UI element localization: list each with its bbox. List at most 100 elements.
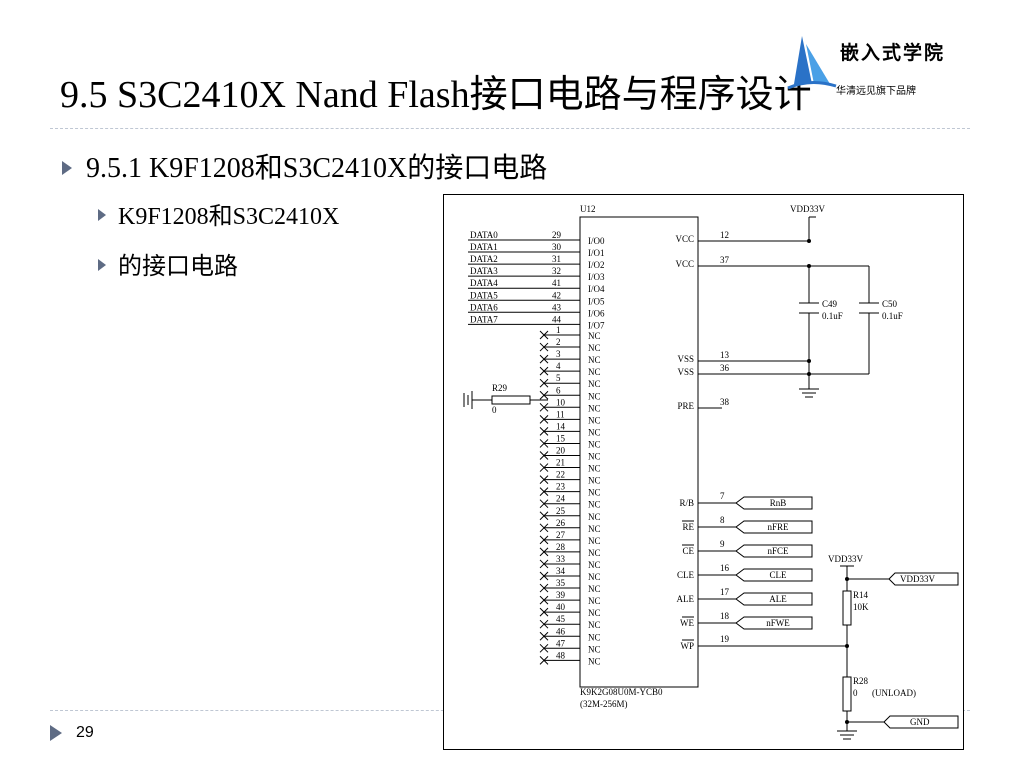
nc-pin-number: 14 xyxy=(556,421,566,431)
nc-pin-number: 34 xyxy=(556,566,566,576)
nc-pin-number: 33 xyxy=(556,554,566,564)
nc-pin-label: NC xyxy=(588,367,601,377)
power-pin-label: VSS xyxy=(677,354,694,364)
schematic-svg: U12 VDD33V C49 0.1uF C50 0.1uF R29 0 VDD… xyxy=(463,204,959,740)
data-net-label: DATA7 xyxy=(470,314,498,324)
bullet-sub-2-text: 的接口电路 xyxy=(118,254,238,280)
data-pin-number: 42 xyxy=(552,290,561,300)
nc-cross xyxy=(539,619,549,629)
supply-net-label: VDD33V xyxy=(790,204,825,214)
c50-value: 0.1uF xyxy=(882,311,903,321)
slide-title: 9.5 S3C2410X Nand Flash接口电路与程序设计 xyxy=(60,74,812,116)
nc-pin-number: 20 xyxy=(556,446,566,456)
ctrl-pin-number: 19 xyxy=(720,634,730,644)
ctrl-net-label: nFCE xyxy=(767,546,789,556)
brand-logo: 嵌入式学院 华清远见旗下品牌 xyxy=(786,34,966,104)
nc-pin-label: NC xyxy=(588,560,601,570)
power-pin-number: 13 xyxy=(720,350,730,360)
r14-ref: R14 xyxy=(853,590,869,600)
ctrl-pin-number: 7 xyxy=(720,491,725,501)
nc-pin-number: 15 xyxy=(556,433,566,443)
nc-cross xyxy=(539,378,549,388)
data-pin-number: 43 xyxy=(552,302,562,312)
data-pin-number: 30 xyxy=(552,242,562,252)
nc-pin-number: 1 xyxy=(556,325,561,335)
ctrl-pin-label: R/B xyxy=(679,498,694,508)
bullet-arrow-icon xyxy=(98,259,106,272)
data-net-label: DATA2 xyxy=(470,254,498,264)
nc-cross xyxy=(539,439,549,448)
nc-pin-number: 45 xyxy=(556,614,566,624)
net-port-flag xyxy=(735,568,813,582)
nc-cross xyxy=(539,535,549,545)
data-pin-number: 29 xyxy=(552,230,562,240)
io-pin-label: I/O7 xyxy=(588,320,605,330)
ctrl-pin-number: 17 xyxy=(720,587,730,597)
net-port-flag xyxy=(735,616,813,630)
io-pin-label: I/O5 xyxy=(588,296,605,306)
vdd-port-label: VDD33V xyxy=(900,574,935,584)
ctrl-pin-number: 16 xyxy=(720,563,730,573)
sail-logo-icon xyxy=(787,36,837,90)
io-pin-label: I/O6 xyxy=(588,308,605,318)
nc-pin-number: 25 xyxy=(556,506,566,516)
nc-cross xyxy=(539,595,549,605)
logo-name: 嵌入式学院 xyxy=(840,42,946,64)
chip-ref: U12 xyxy=(580,204,596,214)
nc-pin-label: NC xyxy=(588,584,601,594)
data-net-label: DATA5 xyxy=(470,290,498,300)
ctrl-pin-label: CLE xyxy=(677,570,695,580)
nc-pin-label: NC xyxy=(588,476,601,486)
power-pin-label: VCC xyxy=(675,259,694,269)
nc-pin-label: NC xyxy=(588,488,601,498)
bullet-arrow-icon xyxy=(98,209,106,222)
r29-value: 0 xyxy=(492,405,497,415)
nc-pin-label: NC xyxy=(588,403,601,413)
page-arrow-icon xyxy=(50,724,62,741)
ctrl-pin-label: ALE xyxy=(677,594,695,604)
nc-pin-label: NC xyxy=(588,644,601,654)
nc-pin-label: NC xyxy=(588,464,601,474)
power-pin-number: 38 xyxy=(720,397,730,407)
net-port-flag xyxy=(735,496,813,510)
nc-cross xyxy=(539,463,549,472)
nc-cross xyxy=(539,342,549,352)
ctrl-pin-label: WE xyxy=(680,618,694,628)
nc-pin-label: NC xyxy=(588,548,601,558)
ctrl-net-label: RnB xyxy=(770,498,787,508)
data-net-label: DATA6 xyxy=(470,302,498,312)
nc-cross xyxy=(539,631,549,641)
nc-pin-number: 27 xyxy=(556,530,566,540)
header-divider xyxy=(50,128,970,129)
power-pin-number: 37 xyxy=(720,255,730,265)
nc-cross xyxy=(539,390,549,400)
data-net-label: DATA4 xyxy=(470,278,498,288)
net-port-flag xyxy=(735,592,813,606)
data-net-label: DATA0 xyxy=(470,230,498,240)
bullet-arrow-icon xyxy=(62,160,72,175)
nc-cross xyxy=(539,583,549,593)
nc-cross xyxy=(539,475,549,484)
bullet-main-text: 9.5.1 K9F1208和S3C2410X的接口电路 xyxy=(86,153,548,184)
nc-cross xyxy=(539,354,549,364)
nc-cross xyxy=(539,402,549,412)
nc-cross xyxy=(539,571,549,581)
chip-body xyxy=(579,216,699,688)
c49-value: 0.1uF xyxy=(822,311,843,321)
page-number-text: 29 xyxy=(76,724,94,741)
ctrl-net-label: ALE xyxy=(769,594,787,604)
nc-pin-number: 2 xyxy=(556,337,561,347)
nc-cross xyxy=(539,511,549,521)
ctrl-net-label: nFRE xyxy=(767,522,789,532)
r28-ref: R28 xyxy=(853,676,869,686)
nc-pin-number: 21 xyxy=(556,458,565,468)
power-pin-number: 12 xyxy=(720,230,729,240)
nc-pin-number: 23 xyxy=(556,482,566,492)
nc-pin-label: NC xyxy=(588,500,601,510)
bullet-sub-1: K9F1208和S3C2410X xyxy=(98,202,339,232)
nc-pin-number: 28 xyxy=(556,542,566,552)
ctrl-pin-number: 8 xyxy=(720,515,725,525)
ctrl-pin-label: WP xyxy=(681,641,695,651)
power-pin-number: 36 xyxy=(720,363,730,373)
data-net-label: DATA3 xyxy=(470,266,498,276)
